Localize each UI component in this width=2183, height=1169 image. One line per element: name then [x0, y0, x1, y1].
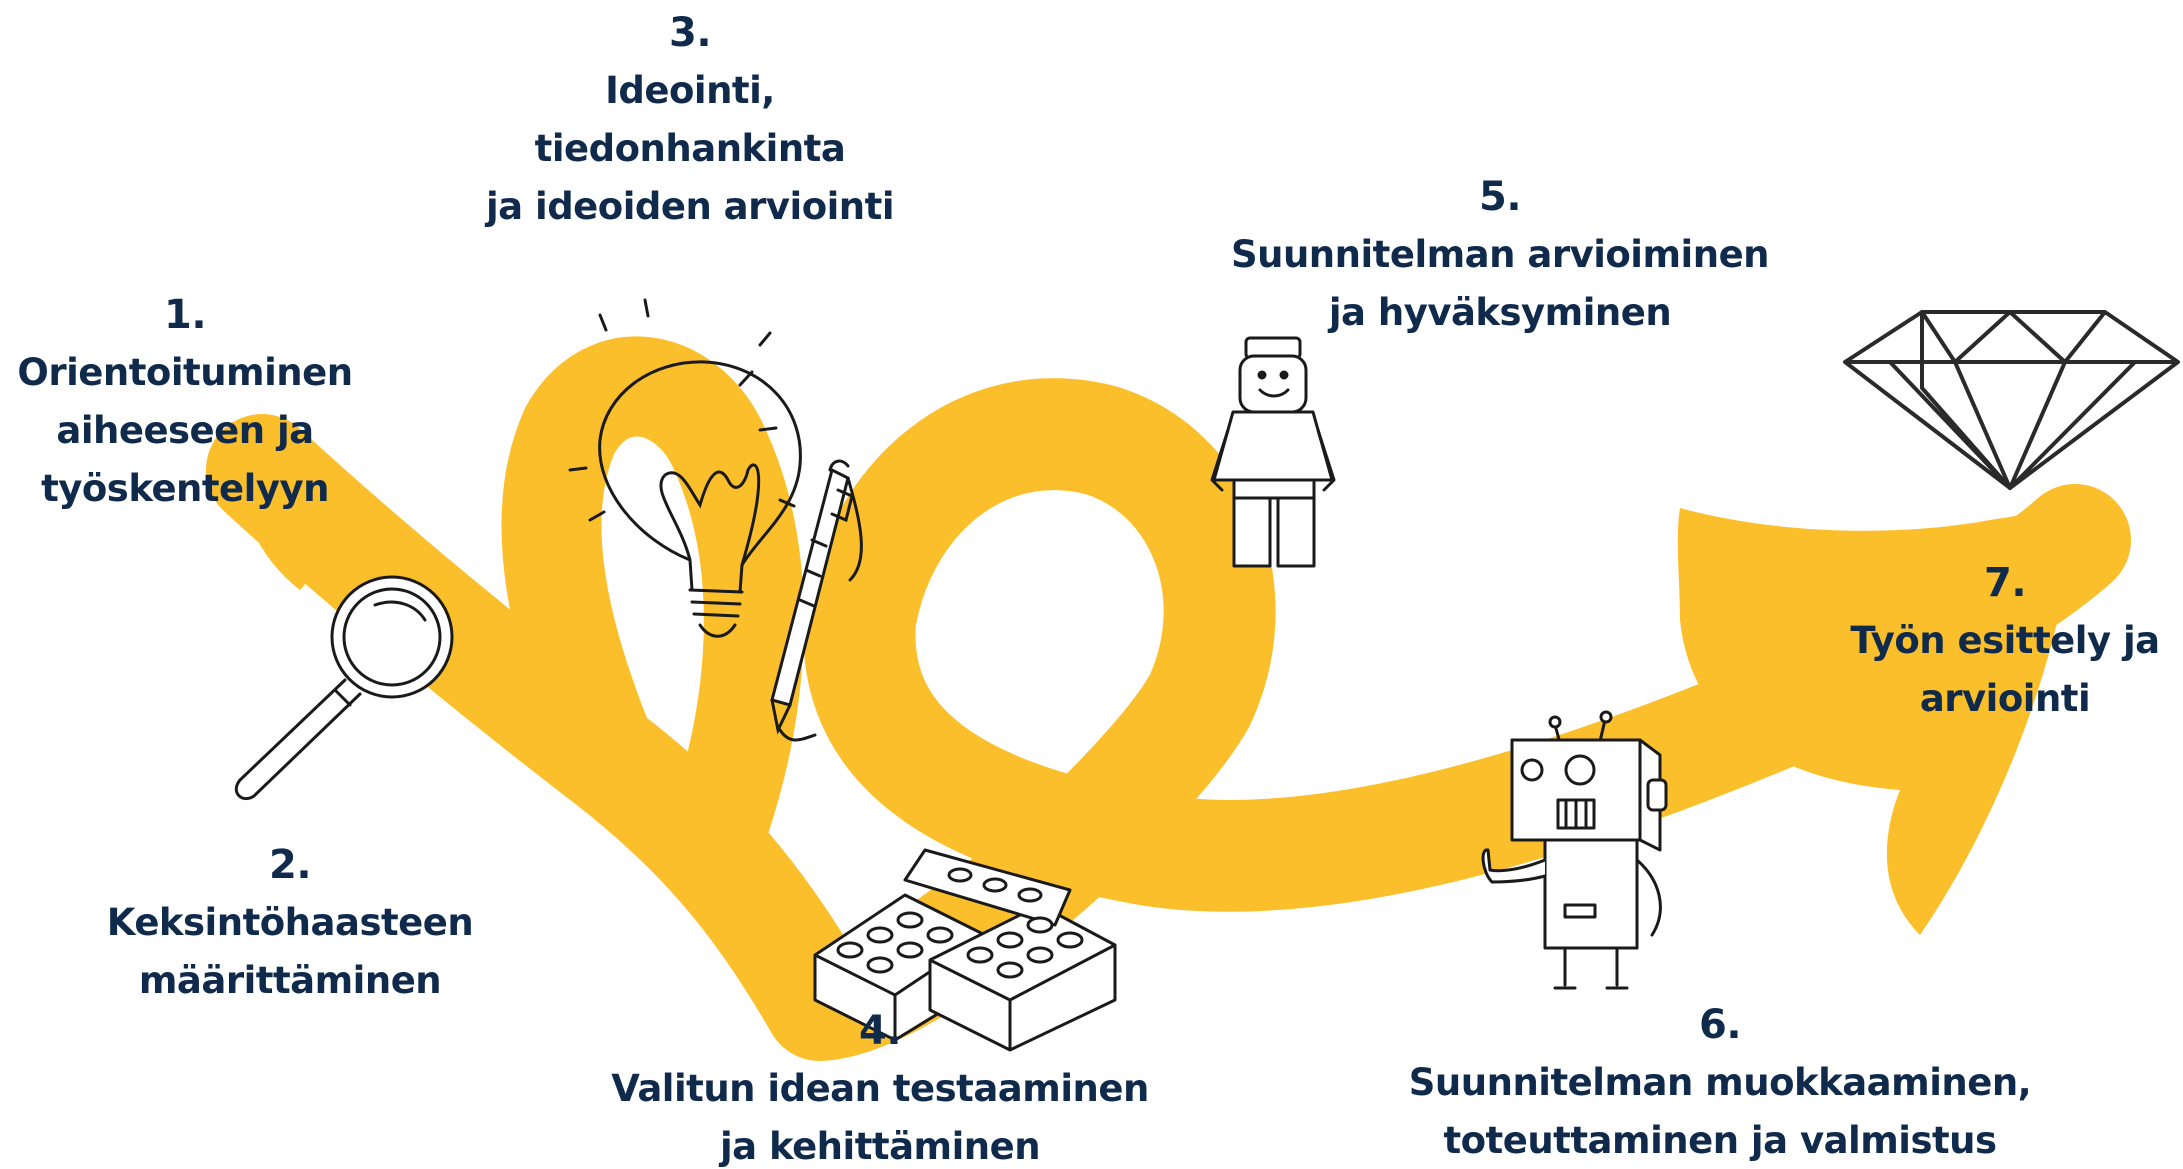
step-2: 2. Keksintöhaasteen määrittäminen	[80, 836, 500, 1010]
step-number: 1.	[163, 292, 207, 338]
step-label-line: Keksintöhaasteen	[106, 901, 474, 944]
step-label-line: Orientoituminen	[17, 351, 353, 394]
robot-icon	[1481, 710, 1668, 990]
step-7: 7. Työn esittely ja arviointi	[1820, 554, 2183, 728]
diamond-icon	[1843, 310, 2180, 490]
step-label-line: Työn esittely ja	[1850, 619, 2160, 662]
step-label-line: Suunnitelman muokkaaminen,	[1408, 1061, 2032, 1104]
magnifying-glass-icon	[234, 575, 454, 801]
step-5: 5. Suunnitelman arvioiminen ja hyväksymi…	[1190, 168, 1810, 342]
step-6: 6. Suunnitelman muokkaaminen, toteuttami…	[1360, 996, 2080, 1169]
ribbon-arrow	[206, 336, 2131, 1061]
step-label-line: Suunnitelman arvioiminen	[1230, 233, 1770, 276]
light-bulb-icon	[568, 298, 802, 638]
step-number: 5.	[1478, 174, 1522, 220]
step-number: 2.	[268, 842, 312, 888]
lego-studs	[836, 867, 1084, 979]
step-label-line: Ideointi,	[605, 69, 775, 112]
step-number: 6.	[1698, 1002, 1742, 1048]
step-label-line: ja ideoiden arviointi	[485, 185, 895, 228]
step-label-line: toteuttaminen ja valmistus	[1443, 1119, 1997, 1162]
step-1: 1. Orientoituminen aiheeseen ja työskent…	[0, 286, 370, 518]
step-label-line: työskentelyyn	[41, 467, 329, 510]
step-label-line: arviointi	[1919, 677, 2091, 720]
pen-icon	[770, 459, 863, 742]
step-number: 3.	[668, 10, 712, 56]
step-label-line: määrittäminen	[138, 959, 442, 1002]
step-number: 7.	[1983, 560, 2027, 606]
lego-minifigure-icon	[1210, 336, 1336, 568]
step-label-line: tiedonhankinta	[534, 127, 846, 170]
ribbon-loop-left	[501, 336, 804, 870]
ribbon-tail	[230, 445, 317, 590]
step-number: 4.	[858, 1008, 902, 1054]
step-label-line: aiheeseen ja	[56, 409, 314, 452]
ribbon-arrowhead	[1677, 505, 2085, 935]
step-label-line: ja kehittäminen	[719, 1125, 1041, 1168]
step-label-line: Valitun idean testaaminen	[611, 1067, 1149, 1110]
lego-bricks-icon	[813, 848, 1117, 1052]
step-label-line: ja hyväksyminen	[1328, 291, 1672, 334]
step-4: 4. Valitun idean testaaminen ja kehittäm…	[560, 1002, 1200, 1169]
step-3: 3. Ideointi, tiedonhankinta ja ideoiden …	[440, 4, 940, 236]
